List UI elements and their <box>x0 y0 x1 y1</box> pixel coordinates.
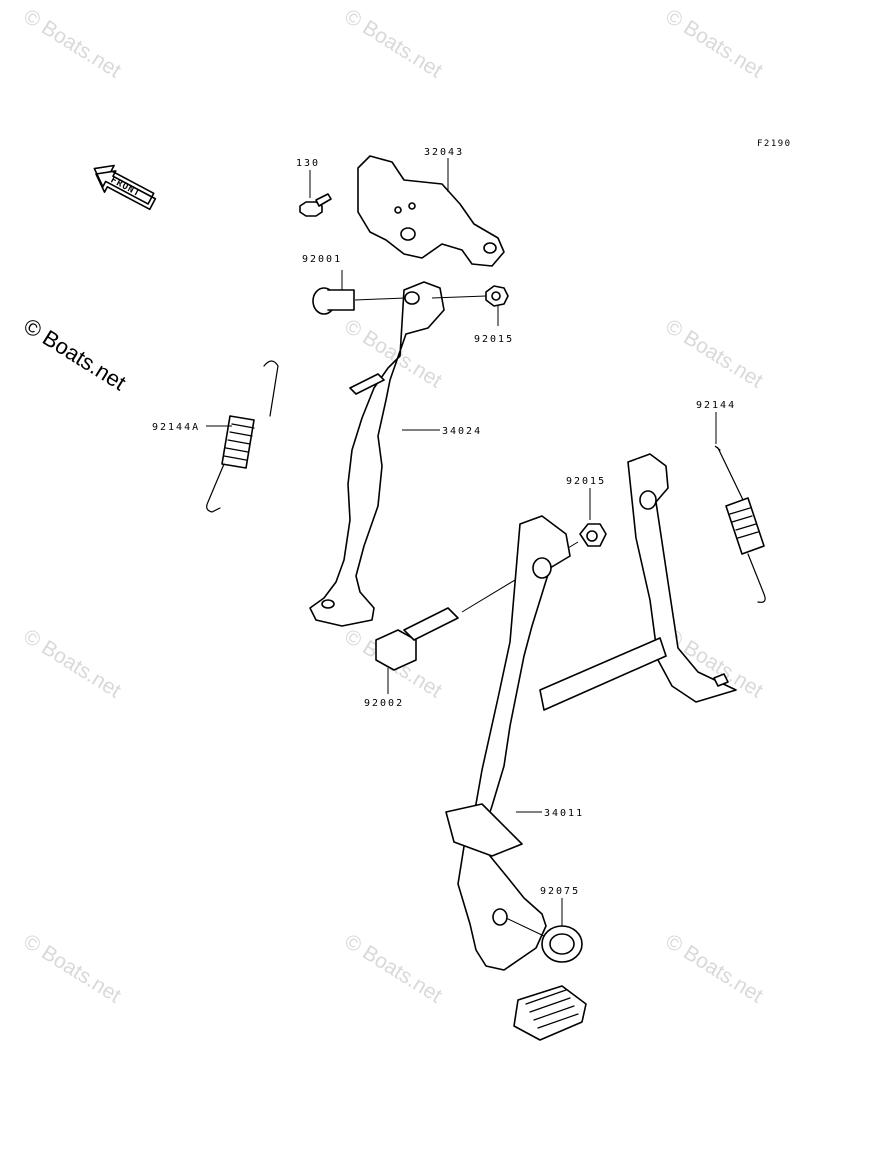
bolt-92002 <box>375 607 459 694</box>
callout-34024: 34024 <box>442 426 482 437</box>
callout-92002: 92002 <box>364 698 404 709</box>
watermark: © Boats.net <box>19 930 125 1008</box>
spring-92144a <box>206 360 279 513</box>
side-stand-34024 <box>309 281 445 627</box>
bolt-130 <box>299 170 332 217</box>
watermark: © Boats.net <box>661 315 767 393</box>
callout-92001: 92001 <box>302 254 342 265</box>
bracket-32043 <box>357 155 505 267</box>
callout-92144a: 92144A <box>152 422 200 433</box>
copyright-label: © Boats.net <box>19 313 130 395</box>
callout-34011: 34011 <box>544 808 584 819</box>
nut-92015-upper <box>431 285 509 326</box>
callouts: 130 32043 92001 92015 34024 92144A 92144… <box>152 147 736 897</box>
watermark: © Boats.net <box>340 930 446 1008</box>
callout-92015-upper: 92015 <box>474 334 514 345</box>
front-arrow-icon: FRONT <box>93 164 157 211</box>
watermark: © Boats.net <box>19 625 125 703</box>
reference-code: F2190 <box>757 139 792 149</box>
callout-92075: 92075 <box>540 886 580 897</box>
callout-32043: 32043 <box>424 147 464 158</box>
callout-92015-lower: 92015 <box>566 476 606 487</box>
pin-92001 <box>312 270 406 315</box>
watermark: © Boats.net <box>661 5 767 83</box>
watermark: © Boats.net <box>340 5 446 83</box>
watermark: © Boats.net <box>19 5 125 83</box>
center-stand-34011 <box>445 453 737 1041</box>
rubber-92075 <box>505 898 583 963</box>
callout-130: 130 <box>296 158 320 169</box>
callout-92144: 92144 <box>696 400 736 411</box>
watermark: © Boats.net <box>661 930 767 1008</box>
spring-92144 <box>714 412 766 603</box>
